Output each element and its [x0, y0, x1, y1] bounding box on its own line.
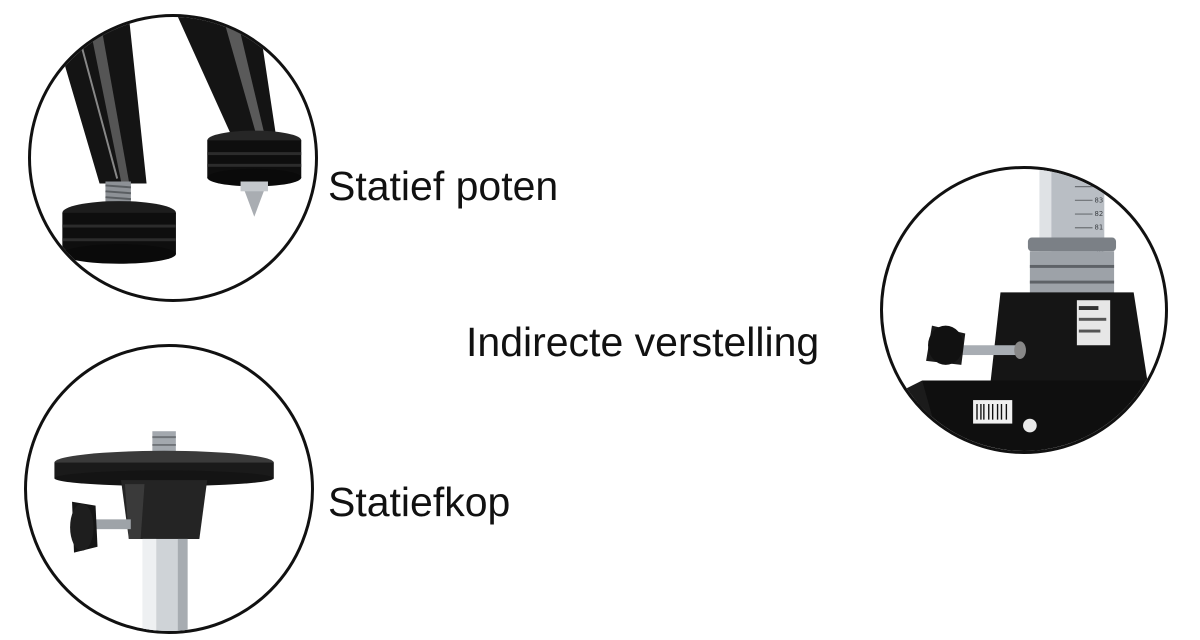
scale-mark-82: 82: [1095, 210, 1104, 218]
label-tripod-head: Statiefkop: [328, 479, 511, 525]
tripod-head-image: [24, 344, 314, 634]
scale-mark-84: 84: [1095, 183, 1104, 191]
scale-mark-83: 83: [1095, 196, 1104, 204]
tripod-legs-image: [28, 14, 318, 302]
tripod-legs-illustration: [50, 17, 302, 264]
scale-mark-81: 81: [1095, 224, 1104, 232]
indirect-adjustment-image: 84 83 82 81 80 79: [880, 166, 1168, 454]
label-indirect-adjustment: Indirecte verstelling: [466, 319, 820, 365]
adjustment-illustration: 84 83 82 81 80 79: [883, 169, 1165, 451]
tripod-head-illustration: [54, 431, 274, 631]
label-tripod-legs: Statief poten: [328, 163, 559, 209]
